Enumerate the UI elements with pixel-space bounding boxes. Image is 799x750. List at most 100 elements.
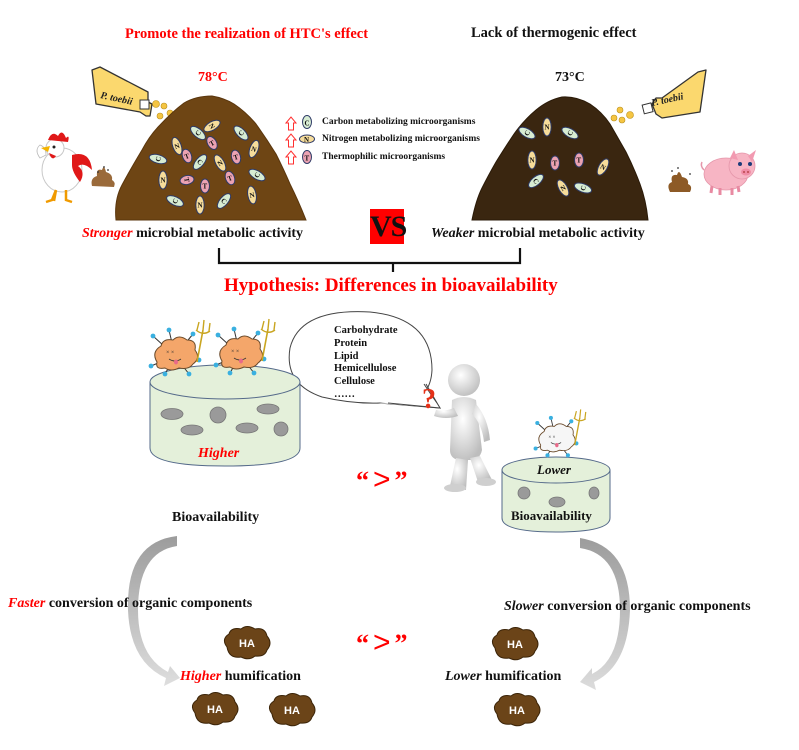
humic-acid-blob-icon: HA bbox=[491, 627, 539, 661]
left-conversion-label: Faster conversion of organic components bbox=[8, 596, 252, 612]
svg-text:N: N bbox=[250, 145, 257, 154]
svg-text:× ×: × × bbox=[548, 434, 555, 440]
microbe-mascot-icon: × × bbox=[148, 319, 211, 377]
component-item: Carbohydrate bbox=[334, 325, 398, 336]
svg-text:C: C bbox=[219, 197, 228, 206]
left-bioavailability-label: Bioavailability bbox=[172, 510, 260, 525]
carbon-microbe-icon: C bbox=[561, 126, 579, 140]
hypothesis-heading: Hypothesis: Differences in bioavailabili… bbox=[224, 275, 558, 296]
component-item: Hemicellulose bbox=[334, 363, 397, 375]
left-title: Promote the realization of HTC's effect bbox=[125, 26, 369, 42]
left-level-label: Higher bbox=[198, 446, 240, 461]
thermophilic-microbe-icon: T bbox=[574, 152, 584, 168]
svg-text:HA: HA bbox=[207, 704, 223, 716]
greater-than-sign: > bbox=[373, 626, 391, 659]
svg-text:N: N bbox=[216, 159, 224, 168]
microbe-mascot-icon: × × bbox=[213, 318, 276, 376]
right-flask-icon: P. toebii bbox=[610, 69, 707, 124]
legend-nitrogen: Nitrogen metabolizing microorganisms bbox=[322, 134, 480, 144]
carbon-microbe-icon: C bbox=[166, 195, 184, 207]
legend-label: Carbon metabolizing microorganisms bbox=[322, 117, 476, 127]
humic-acid-blob-icon: HA bbox=[191, 692, 239, 726]
humic-acid-blob-icon: HA bbox=[268, 693, 316, 727]
right-humification-emphasis: Lower bbox=[445, 669, 482, 684]
right-activity-emphasis: Weaker bbox=[431, 226, 475, 241]
svg-text:N: N bbox=[304, 136, 309, 144]
carbon-microbe-icon: C bbox=[192, 154, 208, 170]
svg-text:C: C bbox=[579, 184, 588, 191]
thermophilic-microbe-icon: T bbox=[550, 155, 560, 171]
right-conversion-text: conversion of organic components bbox=[543, 599, 751, 614]
svg-text:N: N bbox=[173, 142, 180, 151]
nitrogen-microbe-icon: N bbox=[527, 150, 537, 170]
microbe-mascot-icon: × × bbox=[533, 409, 587, 458]
svg-text:N: N bbox=[530, 157, 535, 165]
svg-text:T: T bbox=[305, 155, 310, 163]
nitrogen-microbe-icon: N bbox=[171, 136, 183, 156]
thermophilic-microbe-icon: T bbox=[181, 148, 193, 164]
nitrogen-microbe-icon: N bbox=[195, 195, 205, 215]
svg-text:C: C bbox=[531, 177, 540, 186]
thermophilic-microbe-icon: T bbox=[230, 149, 242, 165]
legend-carbon: Carbon metabolizing microorganisms bbox=[322, 117, 475, 127]
component-item: Protein bbox=[334, 337, 368, 349]
svg-text:N: N bbox=[198, 202, 203, 210]
svg-text:HA: HA bbox=[507, 639, 523, 651]
left-manure-icon bbox=[91, 166, 115, 187]
svg-text:T: T bbox=[208, 139, 216, 148]
svg-text:T: T bbox=[203, 183, 208, 191]
carbon-microbe-icon: C bbox=[528, 173, 544, 189]
right-bioavailability-cylinder bbox=[501, 456, 611, 533]
right-humification-text: humification bbox=[481, 669, 562, 684]
right-conversion-emphasis: Slower bbox=[504, 599, 544, 614]
right-manure-icon bbox=[668, 167, 692, 192]
left-flask-icon: P. toebii bbox=[91, 66, 174, 120]
svg-text:× ×: × × bbox=[166, 350, 174, 356]
thermophilic-microbe-icon bbox=[302, 150, 312, 164]
carbon-microbe-icon: C bbox=[518, 126, 536, 140]
vs-badge: VS bbox=[370, 209, 407, 244]
organic-components-list: Carbohydrate Protein Lipid Hemicellulose… bbox=[334, 325, 398, 402]
svg-text:N: N bbox=[161, 177, 166, 185]
left-humification-emphasis: Higher bbox=[180, 669, 222, 684]
component-item: Lipid bbox=[334, 350, 359, 362]
svg-text:N: N bbox=[559, 184, 567, 193]
nitrogen-microbe-icon: N bbox=[247, 185, 257, 205]
humification-comparison: “ > ” bbox=[356, 626, 408, 660]
svg-text:HA: HA bbox=[284, 705, 300, 717]
thinking-person-icon bbox=[434, 364, 496, 492]
carbon-microbe-icon: C bbox=[190, 125, 206, 141]
nitrogen-microbe-icon: N bbox=[213, 154, 227, 172]
legend-label: Nitrogen metabolizing microorganisms bbox=[322, 134, 480, 144]
right-level-label: Lower bbox=[537, 462, 571, 477]
svg-text:T: T bbox=[182, 177, 191, 183]
left-active-microbes: × × × × bbox=[148, 318, 276, 377]
left-activity-label: Stronger microbial metabolic activity bbox=[82, 226, 303, 242]
svg-text:C: C bbox=[253, 171, 262, 179]
svg-text:C: C bbox=[237, 129, 246, 138]
left-humification-label: Higher humification bbox=[180, 669, 301, 685]
increase-arrow-icon bbox=[284, 150, 298, 165]
right-title: Lack of thermogenic effect bbox=[471, 25, 637, 41]
right-humification-label: Lower humification bbox=[445, 669, 561, 685]
svg-text:T: T bbox=[553, 160, 558, 168]
svg-text:N: N bbox=[599, 163, 607, 172]
quote-close: ” bbox=[394, 629, 408, 658]
legend-thermophilic: Thermophilic microorganisms bbox=[322, 152, 445, 162]
thermophilic-microbe-icon: T bbox=[179, 174, 195, 186]
nitrogen-microbe-icon: N bbox=[158, 170, 168, 190]
quote-open: “ bbox=[356, 466, 369, 495]
svg-text:C: C bbox=[523, 129, 532, 137]
svg-text:C: C bbox=[195, 158, 204, 167]
carbon-microbe-icon: C bbox=[233, 125, 249, 141]
left-conversion-emphasis: Faster bbox=[8, 596, 46, 611]
left-temperature: 78°C bbox=[198, 70, 228, 85]
component-item: Cellulose bbox=[334, 376, 375, 388]
right-conversion-label: Slower conversion of organic components bbox=[504, 599, 751, 615]
svg-text:C: C bbox=[566, 129, 575, 137]
